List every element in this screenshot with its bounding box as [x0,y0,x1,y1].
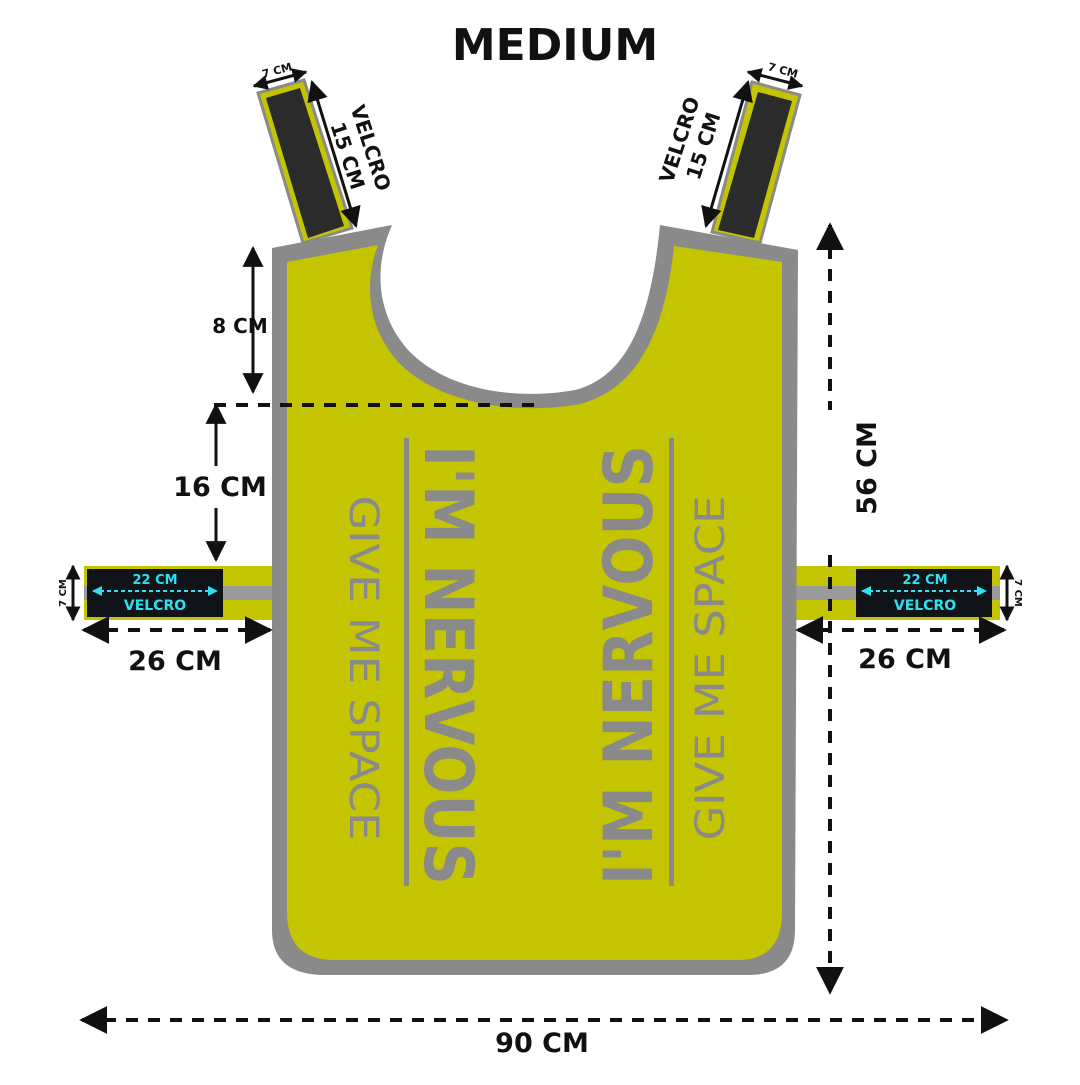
left-side-velcro-label: VELCRO [124,598,186,614]
left-side-velcro-length: 22 CM [132,573,177,588]
right-side-height-label: 7 CM [1012,579,1023,607]
right-space-text: GIVE ME SPACE [688,496,734,841]
left-side-height-label: 7 CM [58,579,69,607]
right-side-velcro-label: VELCRO [894,598,956,614]
strap-offset-label: 16 CM [173,472,267,503]
right-text-divider [669,438,674,886]
left-space-text: GIVE ME SPACE [340,496,386,841]
left-nervous-text: I'M NERVOUS [408,445,487,885]
total-width-label: 90 CM [495,1028,589,1059]
right-side-length-label: 26 CM [858,644,952,675]
vest-body [272,225,798,975]
strap-offset-label-bg [170,466,270,508]
right-strap-velcro-arrow [701,79,753,229]
left-strap-width-arrow [252,68,308,90]
neck-depth-label: 8 CM [212,314,267,338]
total-height-label-bg [808,410,852,550]
right-side-velcro-length: 22 CM [902,573,947,588]
right-nervous-text: I'M NERVOUS [590,445,669,885]
page-title: MEDIUM [452,20,658,71]
left-side-length-label: 26 CM [128,646,222,677]
left-text-divider [404,438,409,886]
total-height-label: 56 CM [852,421,883,515]
right-strap-width-arrow [746,68,804,90]
left-strap-velcro-arrow [307,79,361,229]
